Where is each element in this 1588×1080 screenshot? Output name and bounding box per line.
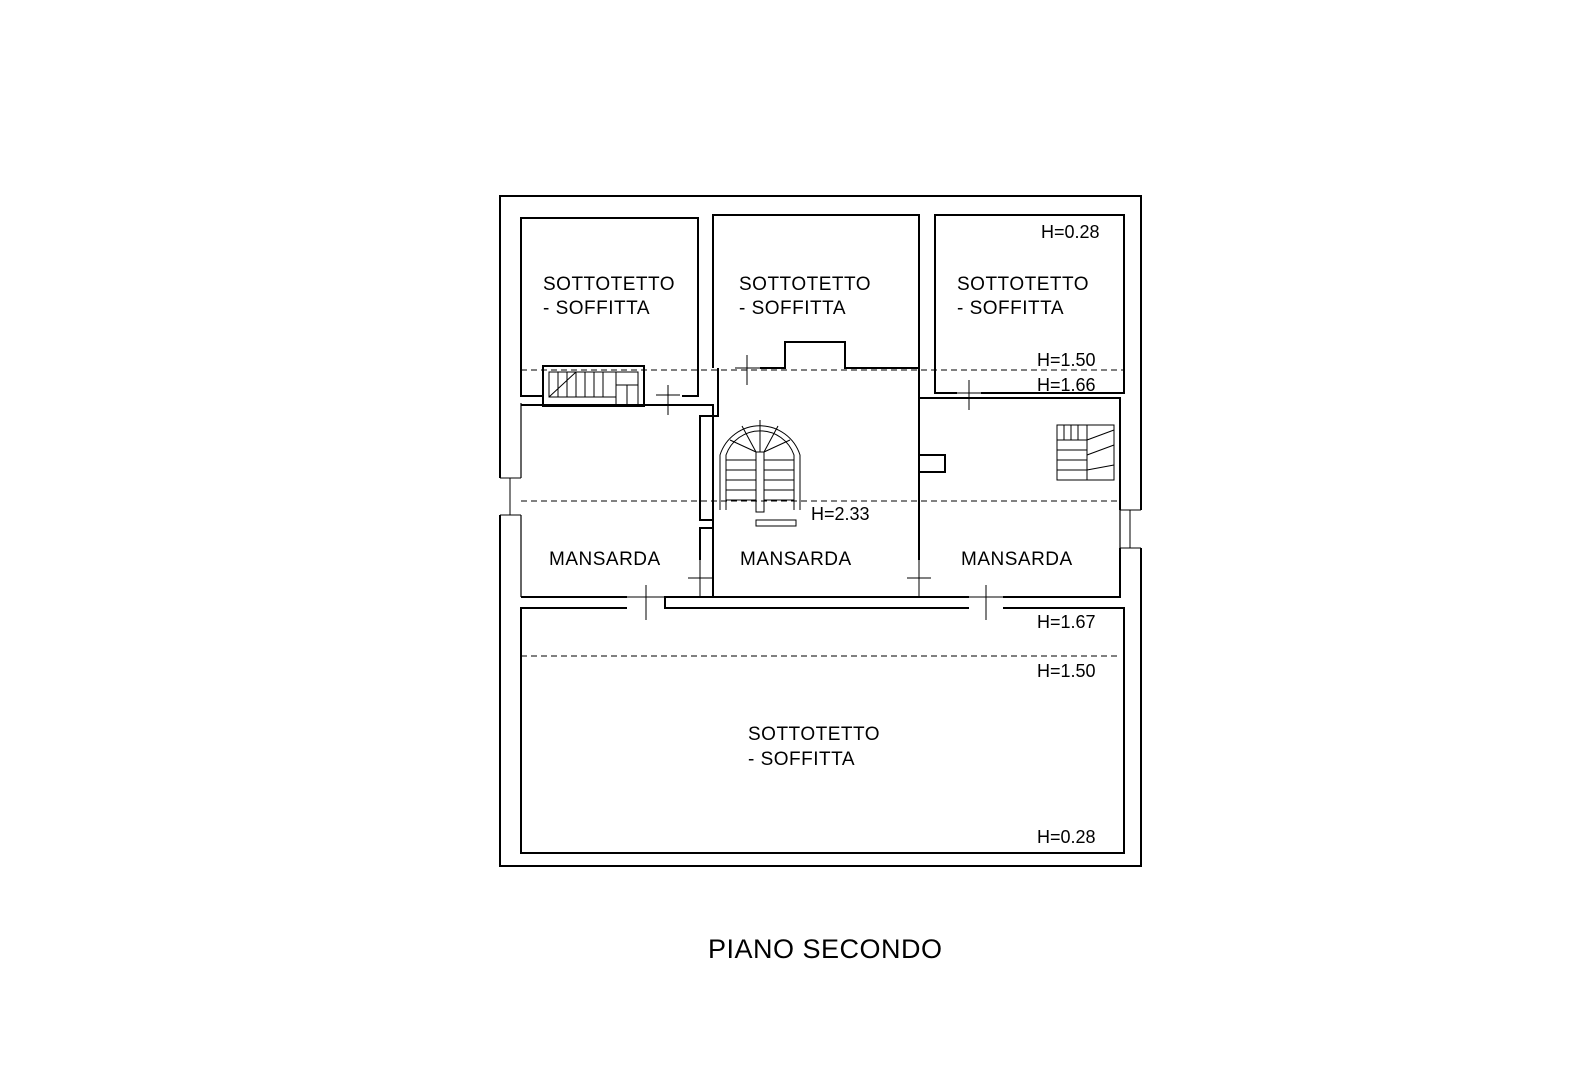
room-top-right: H=0.28 SOTTOTETTO - SOFFITTA — [934, 214, 1125, 410]
height-top-a: H=1.50 — [1037, 350, 1096, 370]
room-mansarda-left: MANSARDA — [521, 404, 714, 620]
room-label-top-left-1: SOTTOTETTO — [543, 274, 675, 295]
room-label-mansarda-right: MANSARDA — [961, 549, 1073, 570]
height-top-right-peak: H=0.28 — [1041, 222, 1100, 242]
height-top-b: H=1.66 — [1037, 375, 1096, 395]
height-bottom-b: H=1.50 — [1037, 661, 1096, 681]
room-label-mansarda-center: MANSARDA — [740, 549, 852, 570]
room-label-top-center-1: SOTTOTETTO — [739, 274, 871, 295]
height-bottom-a: H=1.67 — [1037, 612, 1096, 632]
outer-walls — [499, 195, 1142, 867]
stair-right — [1056, 424, 1115, 481]
room-mansarda-right: MANSARDA — [664, 397, 1121, 620]
room-label-bottom-2: - SOFFITTA — [748, 749, 855, 770]
room-top-left: SOTTOTETTO - SOFFITTA — [520, 217, 699, 415]
room-mansarda-center: H=2.33 MANSARDA — [688, 368, 931, 597]
spiral-stair-center — [719, 420, 801, 527]
height-bottom-peak: H=0.28 — [1037, 827, 1096, 847]
room-label-bottom-1: SOTTOTETTO — [748, 724, 880, 745]
room-label-mansarda-left: MANSARDA — [549, 549, 661, 570]
room-label-top-center-2: - SOFFITTA — [739, 298, 846, 319]
room-label-top-right-1: SOTTOTETTO — [957, 274, 1089, 295]
room-label-top-right-2: - SOFFITTA — [957, 298, 1064, 319]
room-top-center: SOTTOTETTO - SOFFITTA — [712, 214, 920, 385]
room-label-top-left-2: - SOFFITTA — [543, 298, 650, 319]
plan-title: PIANO SECONDO — [708, 934, 943, 964]
room-bottom: H=1.67 H=1.50 SOTTOTETTO - SOFFITTA H=0.… — [520, 607, 1125, 854]
height-center: H=2.33 — [811, 504, 870, 524]
